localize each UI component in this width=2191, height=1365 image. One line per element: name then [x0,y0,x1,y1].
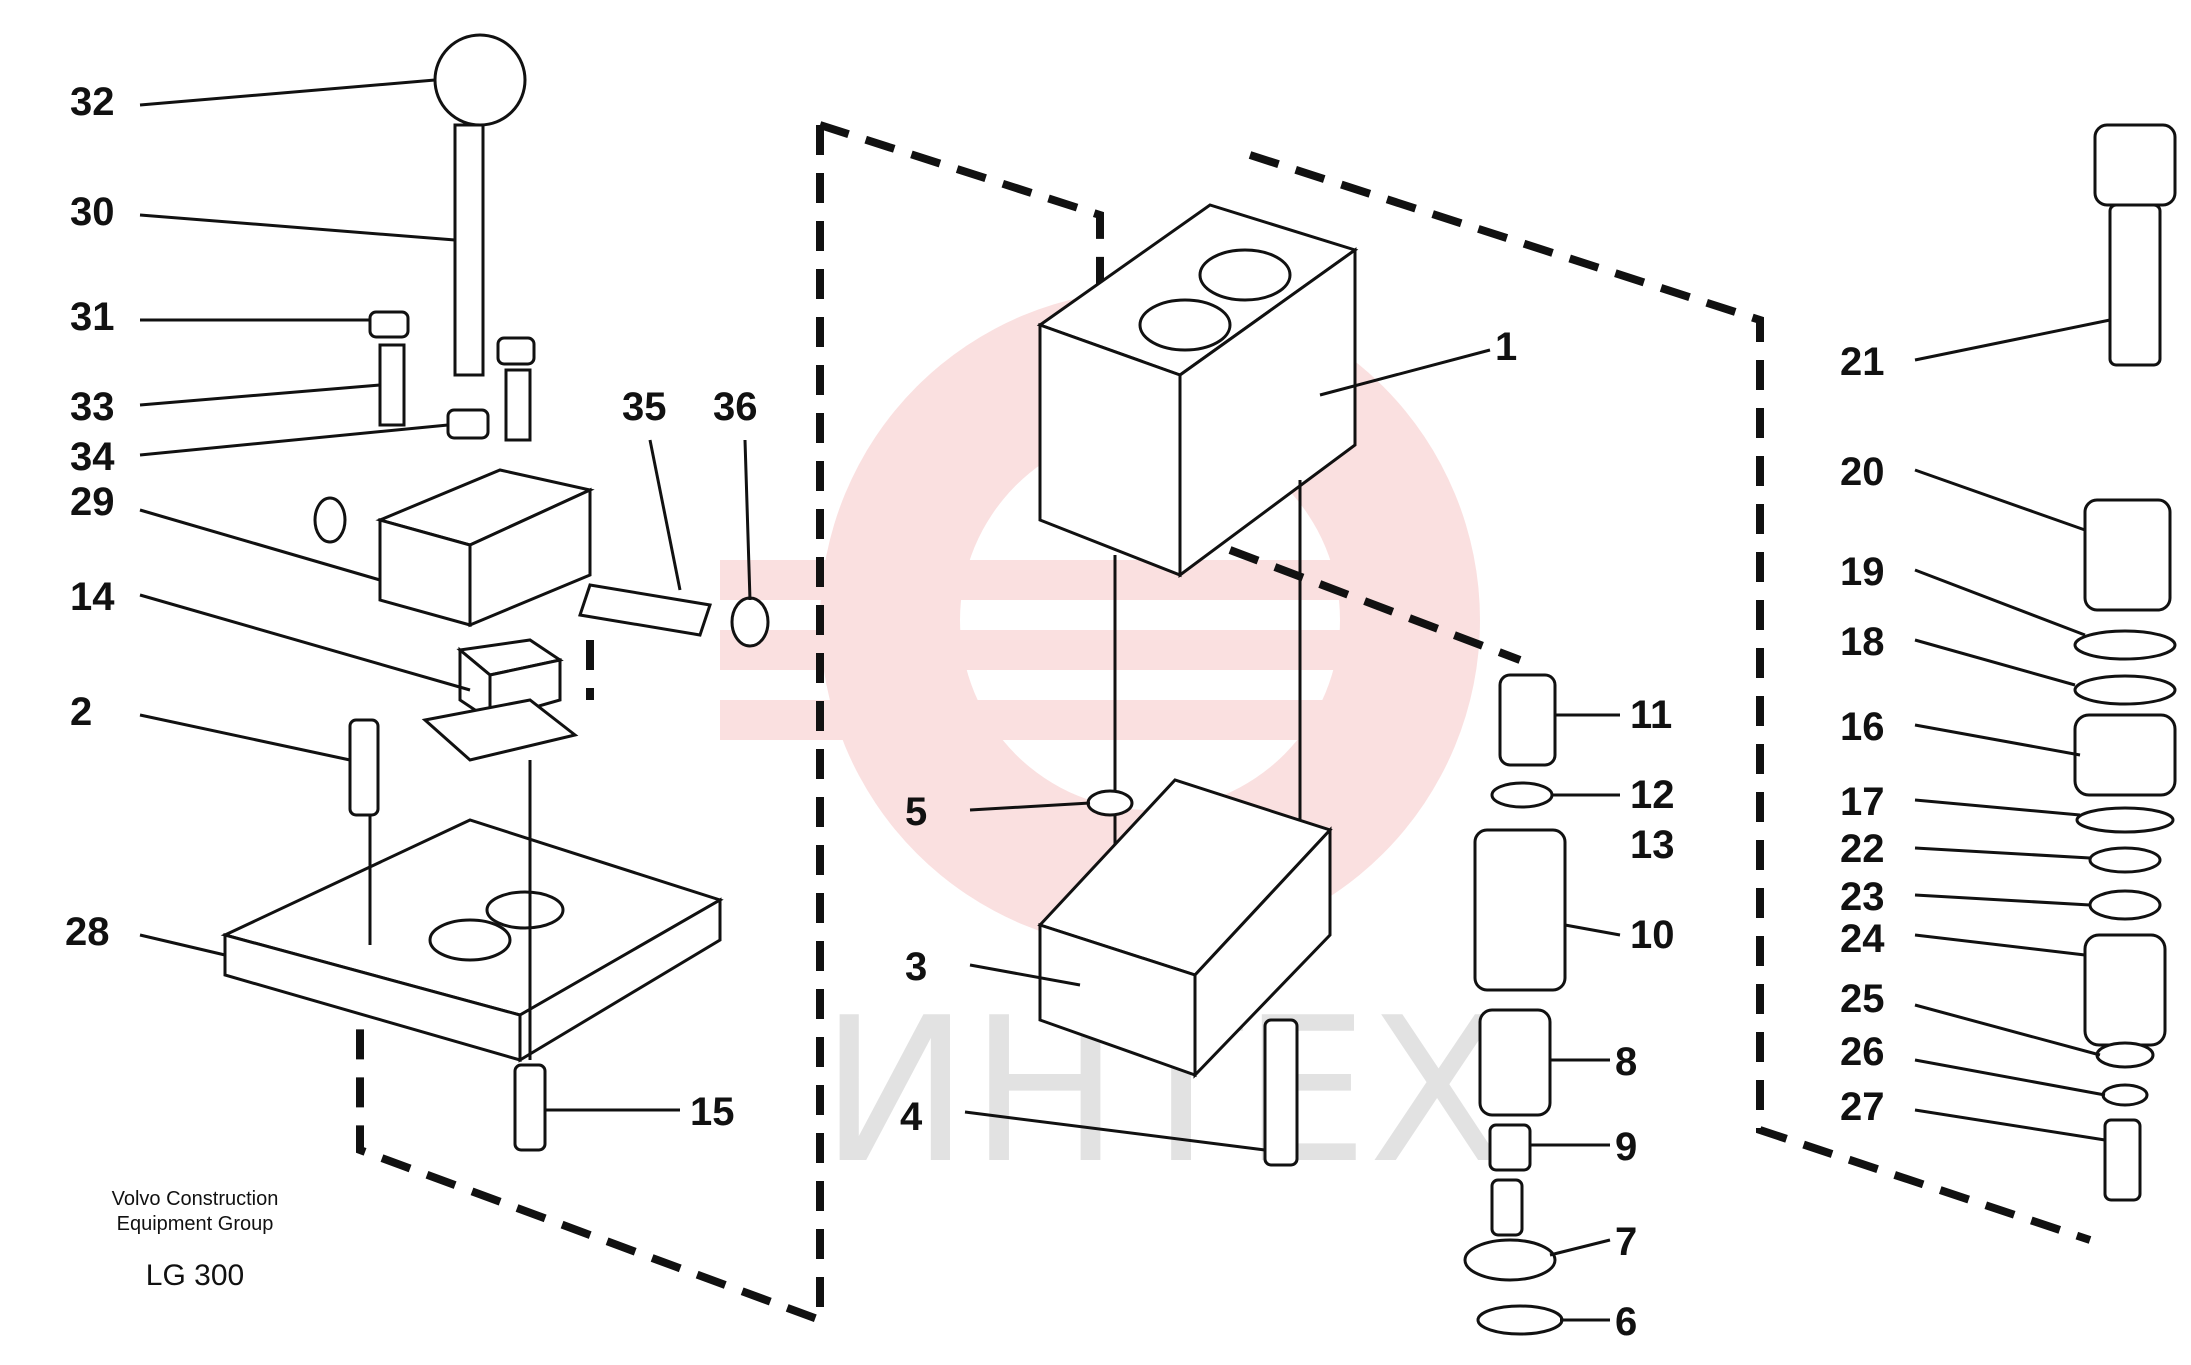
callout-10: 10 [1630,913,1675,957]
nut-31 [368,310,536,366]
nut-34 [446,408,490,440]
cover-block-3 [1037,778,1333,1079]
publisher-code: LG 300 [146,1259,244,1292]
o-ring-5 [1086,789,1134,817]
callout-3: 3 [905,945,927,989]
callout-32: 32 [70,80,115,124]
callout-9: 9 [1615,1125,1637,1169]
callout-28: 28 [65,910,110,954]
callout-1: 1 [1495,325,1517,369]
base-plate-28 [220,818,724,1063]
callout-24: 24 [1840,917,1885,961]
pivot-block-14 [421,638,579,762]
lever-ring-32 [433,33,527,127]
callout-31: 31 [70,295,115,339]
callout-20: 20 [1840,450,1885,494]
callout-21: 21 [1840,340,1885,384]
leader-lines [139,78,2111,1322]
spring-33 [378,343,532,442]
callout-18: 18 [1840,620,1885,664]
screw-4 [1263,1018,1299,1167]
callout-36: 36 [713,385,758,429]
callout-25: 25 [1840,977,1885,1021]
callout-33: 33 [70,385,115,429]
publisher-caption: Volvo Construction Equipment Group LG 30… [112,1188,279,1292]
publisher-line-1: Volvo Construction [112,1188,279,1210]
callout-17: 17 [1840,780,1885,824]
callout-6: 6 [1615,1300,1637,1344]
callout-19: 19 [1840,550,1885,594]
callout-23: 23 [1840,875,1885,919]
publisher-line-2: Equipment Group [117,1213,274,1235]
callout-14: 14 [70,575,115,619]
callout-34: 34 [70,435,115,479]
callout-29: 29 [70,480,115,524]
callout-2: 2 [70,690,92,734]
callout-7: 7 [1615,1220,1637,1264]
callout-5: 5 [905,790,927,834]
callout-8: 8 [1615,1040,1637,1084]
callout-26: 26 [1840,1030,1885,1074]
lever-rod-30 [453,123,485,377]
lever-bracket-29 [375,468,595,628]
screw-15 [513,1063,547,1152]
spool-stack-right [2073,123,2177,1202]
callout-22: 22 [1840,827,1885,871]
callout-35: 35 [622,385,667,429]
callout-27: 27 [1840,1085,1885,1129]
callout-16: 16 [1840,705,1885,749]
callout-4: 4 [900,1095,923,1139]
callout-12: 12 [1630,773,1675,817]
valve-housing-1 [1036,203,1359,578]
clip-36 [313,496,770,648]
screw-2 [348,718,380,817]
pin-35 [578,583,712,637]
callout-11: 11 [1630,693,1672,737]
callout-13: 13 [1630,823,1675,867]
callout-labels: 32 30 31 33 34 29 14 2 28 15 35 36 1 5 3… [65,80,1885,1344]
callout-15: 15 [690,1090,735,1134]
callout-30: 30 [70,190,115,234]
spool-stack-center [1463,673,1567,1336]
